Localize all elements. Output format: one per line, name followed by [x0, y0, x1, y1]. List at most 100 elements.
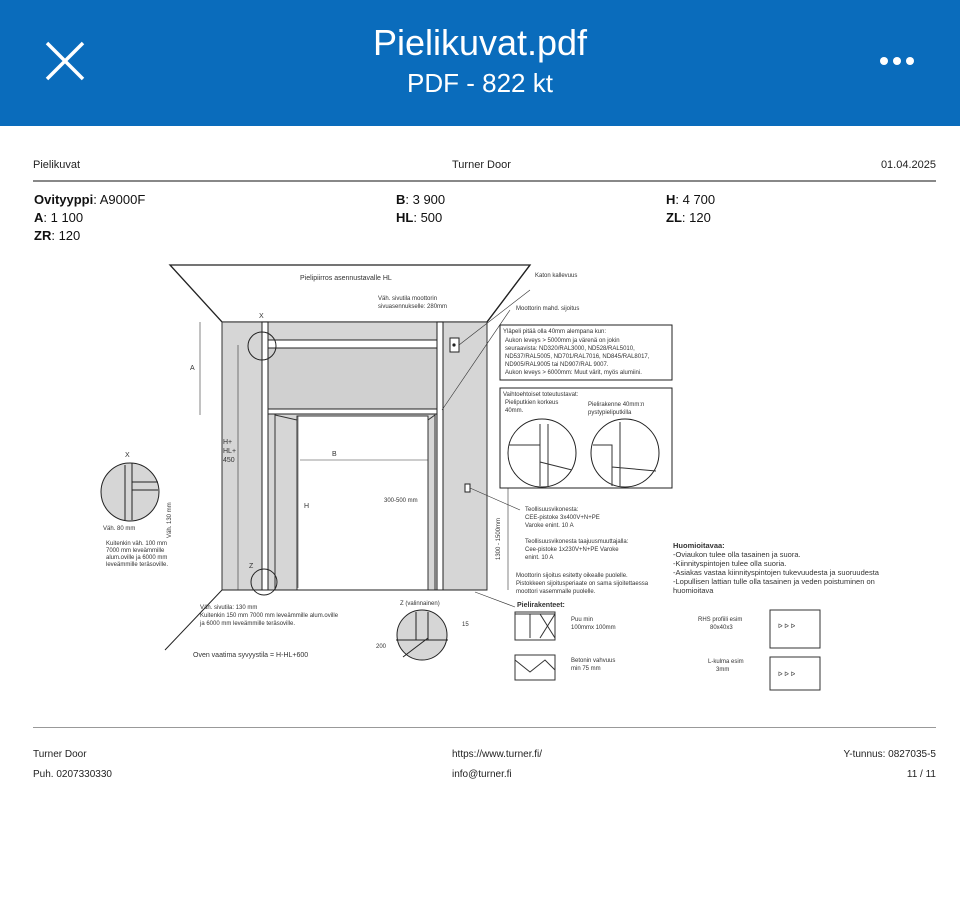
drawing-label: 80x40x3 [710, 625, 733, 631]
label-dist: 300-500 mm [384, 498, 418, 504]
drawing-line [515, 613, 556, 639]
formula: Oven vaatima syvyystila = H-HL+600 [193, 652, 308, 659]
detail-z-marker [250, 568, 278, 596]
drawing-label: RHS profiili esim [698, 617, 742, 623]
drawing-line [264, 408, 441, 415]
drawing-line [474, 591, 516, 608]
more-options-button[interactable] [880, 52, 922, 68]
footer-email[interactable]: info@turner.fi [452, 769, 512, 780]
label-moottorin: Moottorin mahd. sijoitus [516, 306, 579, 312]
drawing-label: Pielirakenne 40mm:n [588, 402, 644, 408]
detail-x [100, 462, 160, 522]
label-hhl: H+ [223, 439, 232, 446]
label-katon: Katon kallevuus [535, 273, 577, 279]
drawing-label: Varoke enint. 10 A [525, 523, 574, 529]
dot [893, 57, 901, 65]
drawing-line [164, 589, 223, 651]
notes-huomioitavaa: Huomioitavaa: -Oviaukon tulee olla tasai… [673, 541, 880, 595]
note-lines: Yläpeli pitää olla 40mm alempana kun: Au… [503, 329, 650, 376]
drawing-label: -Lopullisen lattian tulle olla tasainen … [673, 577, 875, 586]
spec-b: B: 3 900 [396, 192, 446, 207]
structure-rhs [769, 609, 821, 649]
drawing-label: Kuitenkin väh. 100 mm [106, 541, 167, 547]
header-left: Pielikuvat [33, 159, 81, 171]
ceiling [168, 264, 532, 323]
drawing-line [593, 422, 657, 486]
drawing-line [427, 414, 436, 591]
spec-zl: ZL: 120 [666, 210, 711, 225]
drawing-label: Kuitenkin 150 mm 7000 mm leveämmille alu… [200, 613, 339, 619]
drawing-label: enint. 10 A [525, 555, 553, 561]
label-hhl: HL+ [223, 448, 236, 455]
label-vah-sivutila-2: sivuasennukselle: 280mm [378, 304, 447, 310]
drawing-label: min 75 mm [571, 666, 601, 672]
drawing-line [458, 289, 531, 346]
more-horizontal-icon [880, 57, 888, 65]
drawing-label: Betonin vahvuus [571, 658, 615, 664]
header-divider [33, 180, 936, 182]
drawing-label: 7000 mm leveämmille [106, 548, 165, 554]
file-title: Pielikuvat.pdf [372, 22, 588, 63]
drawing-label: Pistokkeen sijoitusperiaate on sama sijo… [516, 581, 649, 587]
footer-ytunnus: Y-tunnus: 0827035-5 [843, 749, 937, 760]
label-b: B [332, 451, 337, 458]
drawing-label: Huomioitavaa: [673, 541, 725, 550]
spec-a: A: 1 100 [34, 210, 84, 225]
drawing-line [469, 487, 521, 511]
drawing-label: Teollisuusvikonesta taajuusmuuttajalla: [525, 539, 629, 545]
drawing-label: Teollisuusvikonesta: [525, 507, 579, 513]
label-x: X [259, 313, 264, 320]
drawing-line [452, 343, 456, 347]
footer-url[interactable]: https://www.turner.fi/ [452, 749, 543, 760]
label-pielirakenteet: Pielirakenteet: [517, 602, 565, 609]
socket-notes: Teollisuusvikonesta: CEE-pistoke 3x400V+… [516, 507, 649, 595]
label-z: Z [249, 563, 254, 570]
drawing-label: Aukon leveys > 6000mm: Muut värit, myös … [505, 370, 642, 376]
drawing-line [436, 321, 444, 591]
label-a: A [190, 365, 195, 372]
drawing-label: Väh. 130 mm [167, 502, 173, 538]
note-box [499, 324, 673, 381]
drawing-label: Pieliputkien korkeus [505, 400, 558, 406]
close-icon [45, 41, 85, 81]
structure-wood [514, 611, 556, 641]
drawing-line [274, 414, 298, 591]
drawing-label: alum.oville ja 6000 mm [106, 555, 167, 561]
footer-page-number: 11 / 11 [906, 769, 936, 780]
drawing-label: -Kiinnityspintojen tulee olla suoria. [673, 559, 786, 568]
dot [906, 57, 914, 65]
footer-divider [33, 727, 936, 728]
drawing-label: ND537/RAL5005, ND701/RAL7016, ND845/RAL8… [505, 354, 650, 360]
drawing-label: 40mm. [505, 408, 524, 414]
viewer-topbar: Pielikuvat.pdf PDF - 822 kt [0, 0, 960, 126]
label-x-detail: X [125, 452, 130, 459]
drawing-label: 100mmx 100mm [571, 625, 616, 631]
detail-x-marker [247, 331, 277, 361]
label-vah-sivutila: Väh. sivutila moottorin [378, 296, 437, 302]
drawing-label: CEE-pistoke 3x400V+N+PE [525, 515, 600, 521]
drawing-label: ND905/RAL9005 tai ND907/RAL 9007. [505, 362, 609, 368]
drawing-label: moottori vasemmalle puolelle. [516, 589, 596, 595]
drawing-label: 3mm [716, 667, 729, 673]
drawing-label: Yläpeli pitää olla 40mm alempana kun: [503, 329, 606, 335]
structure-l-angle [769, 656, 821, 691]
detail-circle-a [507, 418, 577, 488]
drawing-label: 15 [462, 622, 469, 628]
drawing-line [464, 483, 471, 493]
drawing-line [486, 264, 531, 323]
drawing-label: Z (valinnainen) [400, 601, 440, 607]
spec-zr: ZR: 120 [34, 228, 81, 243]
drawing-label: Puu min [571, 617, 593, 623]
detail-circle-b [590, 418, 660, 488]
footer-company: Turner Door [33, 749, 87, 760]
drawing-label: -Asiakas vastaa kiinnityspintojen tukevu… [673, 568, 880, 577]
drawing-line [45, 41, 85, 81]
spec-hl: HL: 500 [396, 210, 443, 225]
spec-ovityyppi: Ovityyppi: A9000F [34, 192, 146, 207]
header-center: Turner Door [452, 159, 511, 171]
drawing-label: huomioitava [673, 586, 714, 595]
drawing-line [514, 659, 556, 673]
header-date: 01.04.2025 [880, 159, 936, 171]
close-button[interactable] [44, 40, 86, 82]
installation-drawing: Pielipiirros asennustavalle HL Katon kal… [100, 264, 880, 691]
